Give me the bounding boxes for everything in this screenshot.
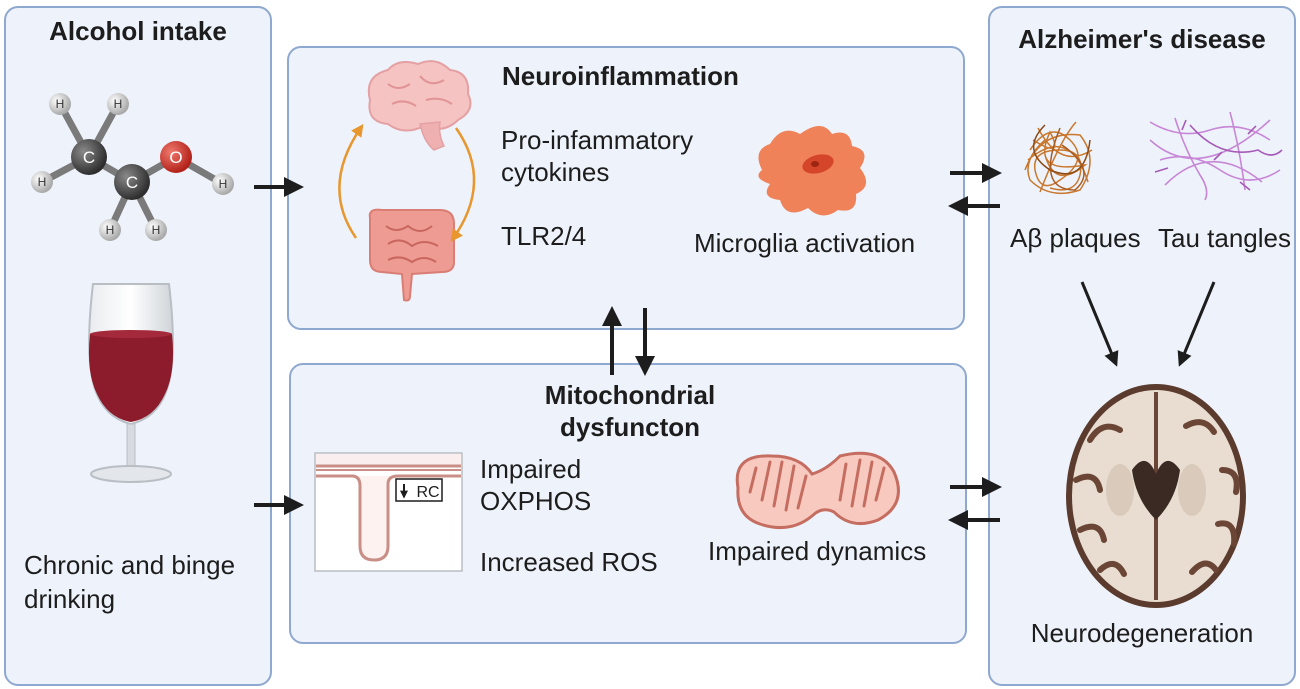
brain-cross-section-icon: [1066, 384, 1246, 608]
gut-brain-cycle-arrow-right: [450, 127, 476, 243]
atom-c-label: C: [83, 148, 95, 167]
microglia-cell-icon: [758, 126, 867, 216]
microglia-activation-label: Microglia activation: [694, 228, 916, 258]
intestine-icon: [368, 208, 455, 302]
atom-h-label: H: [114, 97, 123, 111]
amyloid-plaque-icon: [1024, 121, 1093, 195]
neurodegeneration-label: Neurodegeneration: [1030, 618, 1254, 648]
drinking-label-line2: drinking: [24, 584, 116, 614]
neuroinflammation-title: Neuroinflammation: [502, 61, 739, 91]
atom-h-label: H: [56, 97, 65, 111]
cytokines-label-line2: cytokines: [501, 157, 610, 187]
oxphos-label-line2: OXPHOS: [480, 486, 592, 516]
oxphos-label-line1: Impaired: [480, 454, 582, 484]
tangles-to-neurodegeneration-arrow: [1177, 281, 1216, 367]
mitochondrial-title-line2: dysfuncton: [559, 412, 701, 442]
wine-glass-icon: [88, 283, 174, 483]
atom-h-label: H: [106, 223, 115, 237]
gut-brain-cycle-arrow-left: [338, 123, 364, 239]
atom-h-label: H: [219, 177, 228, 191]
atom-c-label: C: [126, 173, 138, 192]
impaired-dynamics-label: Impaired dynamics: [708, 536, 927, 566]
amyloid-plaques-label: Aβ plaques: [1010, 223, 1141, 253]
tau-tangles-icon: [1149, 111, 1283, 201]
alcohol-intake-title: Alcohol intake: [49, 16, 227, 46]
plaques-to-neurodegeneration-arrow: [1080, 281, 1119, 367]
tau-tangles-label: Tau tangles: [1158, 223, 1291, 253]
ros-label: Increased ROS: [480, 547, 658, 577]
alzheimers-title: Alzheimer's disease: [1018, 24, 1266, 54]
inner-membrane-icon: [314, 452, 463, 572]
mitochondrial-title-line1: Mitochondrial: [544, 380, 716, 410]
ethanol-molecule-icon: [31, 93, 234, 241]
molecule-atom-labels: H H H H H H C C O: [38, 97, 228, 237]
mitochondrion-icon: [735, 451, 900, 530]
brain-icon: [367, 60, 472, 151]
atom-o-label: O: [169, 148, 182, 167]
drinking-label-line1: Chronic and binge: [24, 550, 236, 580]
tlr-label: TLR2/4: [501, 221, 587, 251]
rc-label: RC: [416, 484, 439, 501]
atom-h-label: H: [38, 175, 47, 189]
cytokines-label-line1: Pro-infammatory: [501, 125, 694, 155]
atom-h-label: H: [152, 223, 161, 237]
